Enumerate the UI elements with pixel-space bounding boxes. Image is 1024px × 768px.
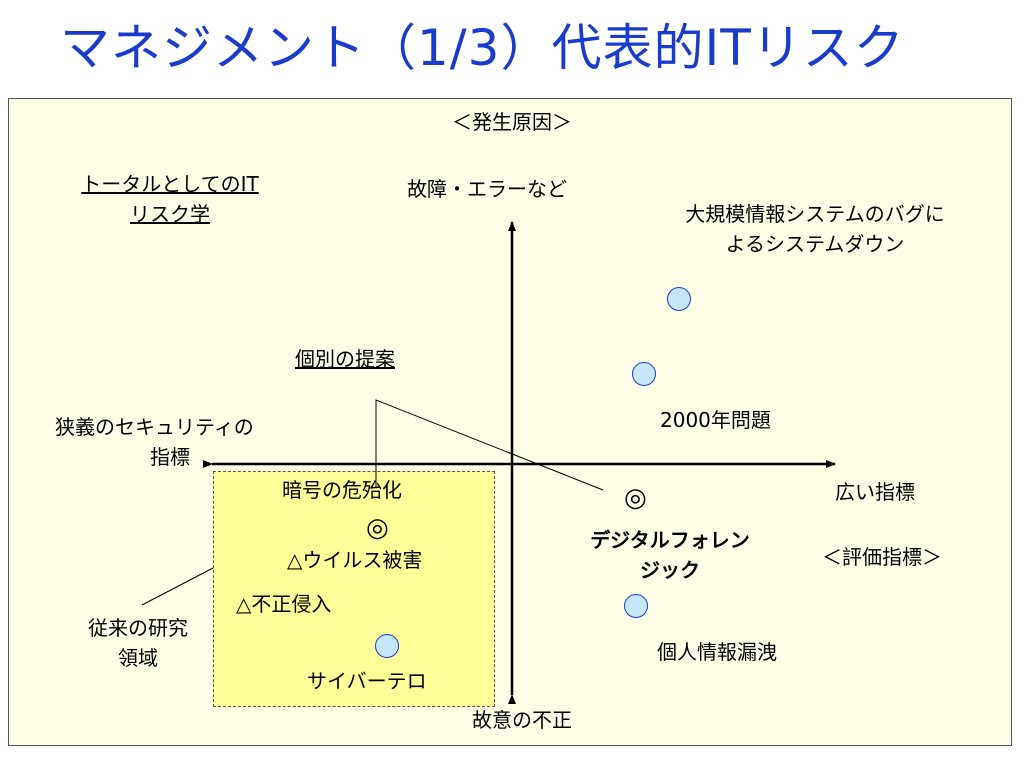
crypto-label: 暗号の危殆化 bbox=[282, 478, 402, 502]
personal-leak-dot bbox=[624, 594, 648, 618]
forensics-label-line2: ジック bbox=[640, 558, 700, 582]
axis-top-label: 故障・エラーなど bbox=[407, 177, 567, 201]
page-title: マネジメント（1/3）代表的ITリスク bbox=[60, 19, 905, 77]
axis-bottom-label: 故意の不正 bbox=[472, 708, 572, 732]
forensics-double-circle-icon: ◎ bbox=[624, 483, 647, 513]
conventional-pointer-line bbox=[141, 567, 214, 606]
axis-right-label: 広い指標 bbox=[835, 480, 915, 504]
cyberterror-label: サイバーテロ bbox=[307, 669, 427, 693]
total-it-label-line2: リスク学 bbox=[130, 202, 210, 226]
conventional-label-line2: 領域 bbox=[118, 646, 158, 670]
personal-leak-label: 個人情報漏洩 bbox=[657, 640, 777, 664]
y2k-dot bbox=[632, 362, 656, 386]
axis-left-label-line1: 狭義のセキュリティの bbox=[55, 415, 254, 439]
large-bug-dot bbox=[667, 287, 691, 311]
crypto-double-circle-icon: ◎ bbox=[366, 513, 389, 543]
forensics-label-line1: デジタルフォレン bbox=[590, 528, 750, 552]
eval-heading: ＜評価指標＞ bbox=[822, 545, 942, 569]
proposal-pointer-line bbox=[375, 399, 604, 491]
large-bug-label-line2: よるシステムダウン bbox=[725, 232, 905, 256]
cause-heading: ＜発生原因＞ bbox=[452, 110, 572, 134]
virus-label: △ウイルス被害 bbox=[287, 548, 423, 572]
large-bug-label-line1: 大規模情報システムのバグに bbox=[685, 202, 945, 226]
proposal-label: 個別の提案 bbox=[295, 347, 395, 371]
conventional-label-line1: 従来の研究 bbox=[88, 616, 188, 640]
axis-left-label-line2: 指標 bbox=[150, 445, 190, 469]
y2k-label: 2000年問題 bbox=[660, 408, 771, 432]
total-it-label-line1: トータルとしてのIT bbox=[81, 172, 259, 196]
conventional-research-region bbox=[213, 471, 495, 707]
intrusion-label: △不正侵入 bbox=[236, 592, 332, 616]
cyberterror-dot bbox=[375, 634, 399, 658]
